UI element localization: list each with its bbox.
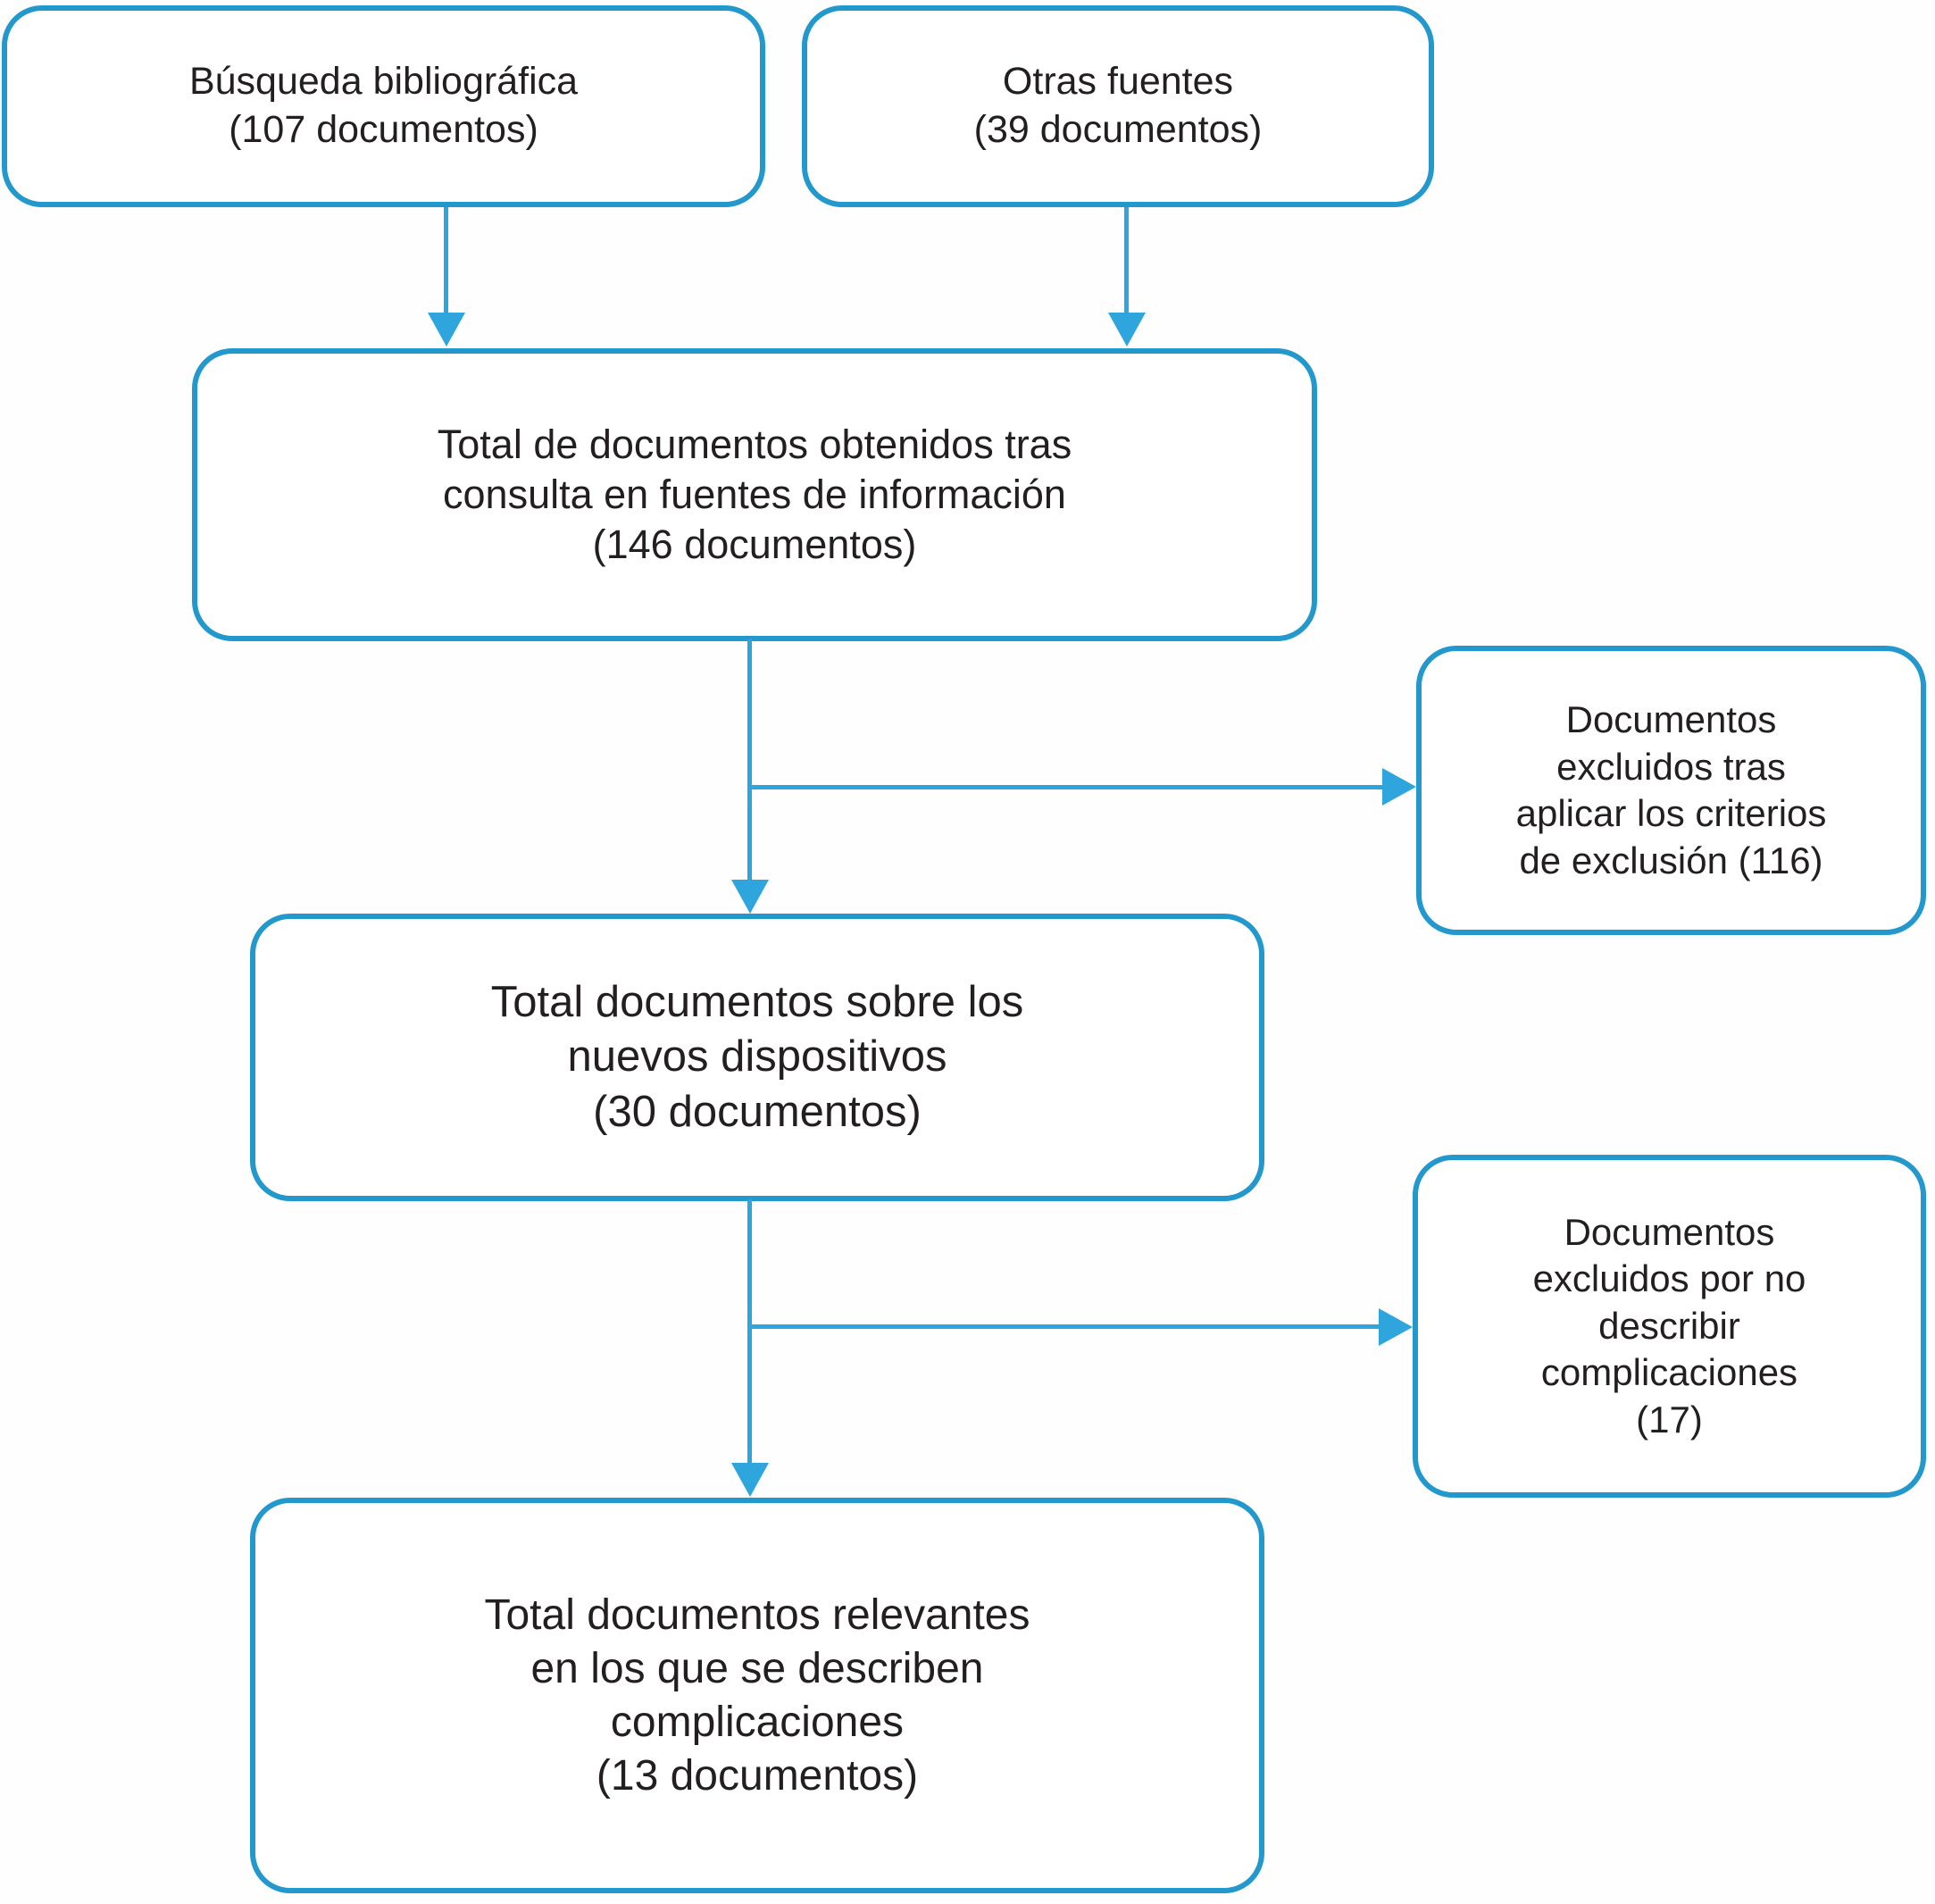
node-excluidos-complicaciones: Documentos excluidos por no describir co… bbox=[1413, 1155, 1926, 1498]
node-busqueda-bibliografica: Búsqueda bibliográfica (107 documentos) bbox=[2, 5, 765, 207]
node-excluidos-criterios-label: Documentos excluidos tras aplicar los cr… bbox=[1515, 698, 1827, 881]
arrowhead-down bbox=[731, 1463, 769, 1497]
arrow-line bbox=[750, 785, 1384, 789]
node-total-obtenidos: Total de documentos obtenidos tras consu… bbox=[192, 348, 1317, 641]
arrow-line bbox=[1124, 207, 1129, 314]
node-excluidos-criterios: Documentos excluidos tras aplicar los cr… bbox=[1416, 646, 1926, 935]
arrowhead-right bbox=[1379, 1308, 1413, 1346]
node-total-relevantes: Total documentos relevantes en los que s… bbox=[250, 1498, 1264, 1893]
arrowhead-right bbox=[1382, 768, 1416, 806]
arrow-line bbox=[750, 1324, 1380, 1329]
node-total-dispositivos-label: Total documentos sobre los nuevos dispos… bbox=[490, 978, 1024, 1136]
arrow-line bbox=[444, 207, 448, 314]
node-total-obtenidos-label: Total de documentos obtenidos tras consu… bbox=[437, 421, 1072, 568]
arrow-line bbox=[747, 1199, 752, 1465]
arrowhead-down bbox=[731, 880, 769, 914]
arrowhead-down bbox=[428, 313, 465, 347]
arrow-line bbox=[747, 639, 752, 881]
node-total-dispositivos: Total documentos sobre los nuevos dispos… bbox=[250, 914, 1264, 1201]
node-otras-fuentes: Otras fuentes (39 documentos) bbox=[802, 5, 1434, 207]
arrowhead-down bbox=[1108, 313, 1146, 347]
node-otras-fuentes-label: Otras fuentes (39 documentos) bbox=[973, 60, 1263, 151]
node-excluidos-complicaciones-label: Documentos excluidos por no describir co… bbox=[1532, 1210, 1806, 1441]
node-busqueda-bibliografica-label: Búsqueda bibliográfica (107 documentos) bbox=[188, 60, 579, 151]
node-total-relevantes-label: Total documentos relevantes en los que s… bbox=[484, 1591, 1030, 1800]
